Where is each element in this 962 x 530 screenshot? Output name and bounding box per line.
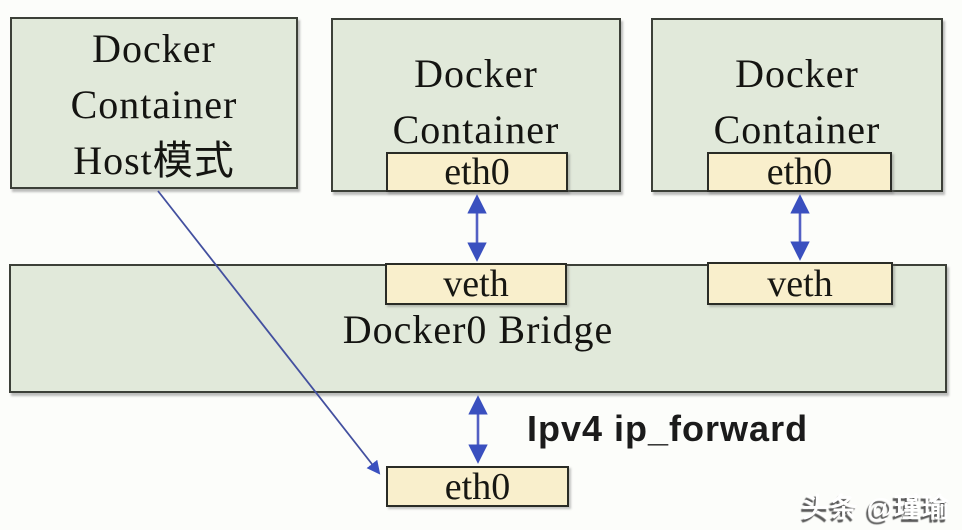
container2-eth0-label: eth0: [766, 151, 833, 193]
ip-forward-label: Ipv4 ip_forward: [527, 408, 809, 449]
host-mode-container-box: Docker Container Host模式: [10, 17, 298, 189]
container2-eth0-box: eth0: [707, 151, 892, 193]
container2-line2: Container: [713, 107, 881, 152]
host-box-label: Docker Container Host模式: [12, 19, 296, 189]
container1-eth0-box: eth0: [386, 151, 568, 193]
container2-line1: Docker: [735, 51, 859, 96]
veth-left-label: veth: [443, 263, 509, 305]
container1-line1: Docker: [414, 51, 538, 96]
veth-right-label: veth: [767, 262, 833, 305]
container1-label: Docker Container: [333, 20, 619, 158]
veth-box-left: veth: [385, 263, 567, 305]
host-eth0-box: eth0: [386, 465, 569, 508]
docker0-bridge-label: Docker0 Bridge: [342, 307, 614, 352]
container1-line2: Container: [392, 107, 560, 152]
host-box-line3: Host模式: [73, 138, 235, 183]
container2-label: Docker Container: [653, 20, 941, 158]
host-box-line1: Docker: [92, 26, 216, 71]
container1-eth0-label: eth0: [444, 151, 510, 193]
host-box-line2: Container: [70, 82, 238, 127]
host-eth0-label: eth0: [444, 465, 511, 508]
veth-box-right: veth: [707, 262, 893, 305]
watermark-text: 头条 @瑾瑜: [802, 493, 950, 523]
